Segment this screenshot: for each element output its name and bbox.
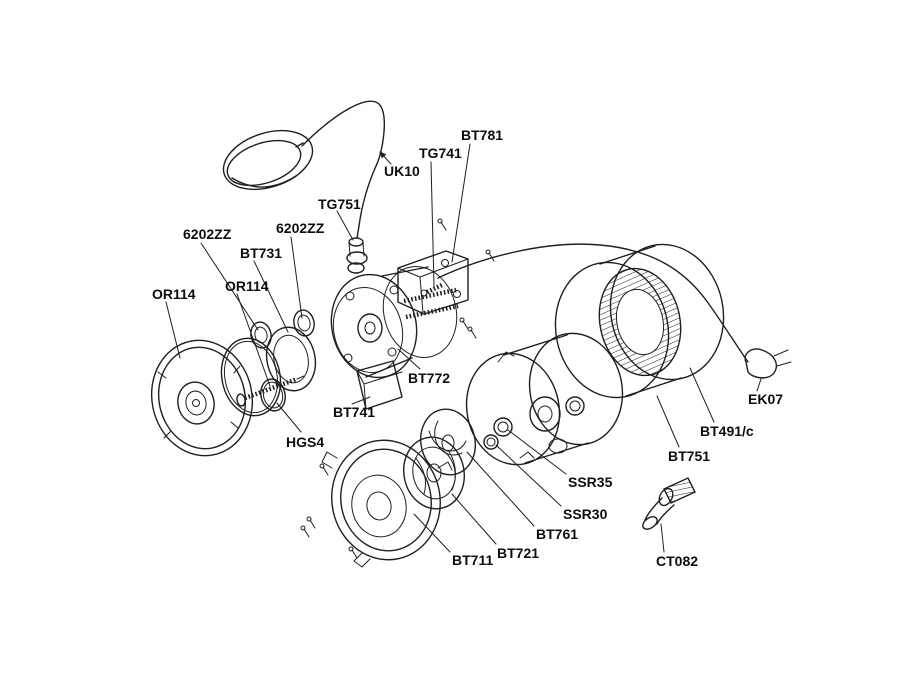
label-ssr35: SSR35 xyxy=(568,474,613,490)
label-6202zz-right: 6202ZZ xyxy=(276,220,325,236)
cable-gland xyxy=(346,225,368,274)
leader-6202zz-right xyxy=(290,236,303,319)
hose-fitting xyxy=(642,477,696,530)
label-6202zz-left: 6202ZZ xyxy=(183,226,232,242)
label-bt731: BT731 xyxy=(240,245,282,261)
leader-or114-right xyxy=(236,293,271,387)
leader-bt731 xyxy=(253,260,289,333)
label-bt741: BT741 xyxy=(333,404,375,420)
stud-bolt xyxy=(403,287,457,304)
label-or114-left: OR114 xyxy=(152,286,196,302)
leader-bt781 xyxy=(451,143,471,263)
stator-winding xyxy=(598,267,682,377)
label-bt751: BT751 xyxy=(668,448,710,464)
leader-bt741 xyxy=(351,396,371,405)
leader-uk10 xyxy=(379,151,392,165)
part-labels: UK10 BT781 TG741 TG751 6202ZZ 6202ZZ BT7… xyxy=(152,127,783,569)
leader-tg751 xyxy=(336,210,354,241)
label-tg751: TG751 xyxy=(318,196,361,212)
motor-endbell xyxy=(330,266,459,379)
leader-ct082 xyxy=(660,523,665,553)
label-bt781: BT781 xyxy=(461,127,503,143)
leader-bt772 xyxy=(397,348,421,370)
leader-bt491c xyxy=(689,367,715,423)
leader-bt751 xyxy=(656,395,680,448)
leader-ek07 xyxy=(756,378,762,392)
bearing-ssr30 xyxy=(483,434,499,450)
leader-bt721 xyxy=(451,493,497,545)
o-ring-small xyxy=(260,378,286,412)
float-cable xyxy=(301,100,385,227)
label-bt491c: BT491/c xyxy=(700,423,754,439)
power-cable xyxy=(437,243,749,363)
leader-6202zz-left xyxy=(200,242,259,331)
label-bt761: BT761 xyxy=(536,526,578,542)
label-uk10: UK10 xyxy=(384,163,420,179)
small-screws xyxy=(300,218,495,559)
leader-lines xyxy=(165,143,762,553)
leader-bt761 xyxy=(466,451,535,527)
bearing-6202-right xyxy=(293,309,315,337)
label-bt721: BT721 xyxy=(497,545,539,561)
leader-hgs4 xyxy=(276,402,302,433)
shaft-screw xyxy=(236,375,305,407)
leader-ssr30 xyxy=(495,444,562,507)
label-or114-right: OR114 xyxy=(225,278,269,294)
terminal-box xyxy=(356,360,403,410)
label-hgs4: HGS4 xyxy=(286,434,324,450)
bearing-ssr35 xyxy=(493,417,513,437)
label-bt711: BT711 xyxy=(452,552,493,568)
front-cover xyxy=(150,339,254,457)
leader-tg741 xyxy=(430,161,435,287)
leader-bt711 xyxy=(413,513,451,553)
terminal-stud xyxy=(420,282,443,297)
float-switch xyxy=(222,129,314,191)
label-tg741: TG741 xyxy=(419,145,462,161)
leader-ssr35 xyxy=(507,429,567,475)
o-ring-large xyxy=(220,337,282,417)
pump-casing xyxy=(321,439,453,568)
spacer-ring xyxy=(265,326,317,392)
power-plug xyxy=(744,348,792,379)
label-ek07: EK07 xyxy=(748,391,783,407)
label-ct082: CT082 xyxy=(656,553,698,569)
label-ssr30: SSR30 xyxy=(563,506,608,522)
label-bt772: BT772 xyxy=(408,370,450,386)
bearing-6202-left xyxy=(250,321,272,349)
leader-or114-left xyxy=(165,301,181,359)
